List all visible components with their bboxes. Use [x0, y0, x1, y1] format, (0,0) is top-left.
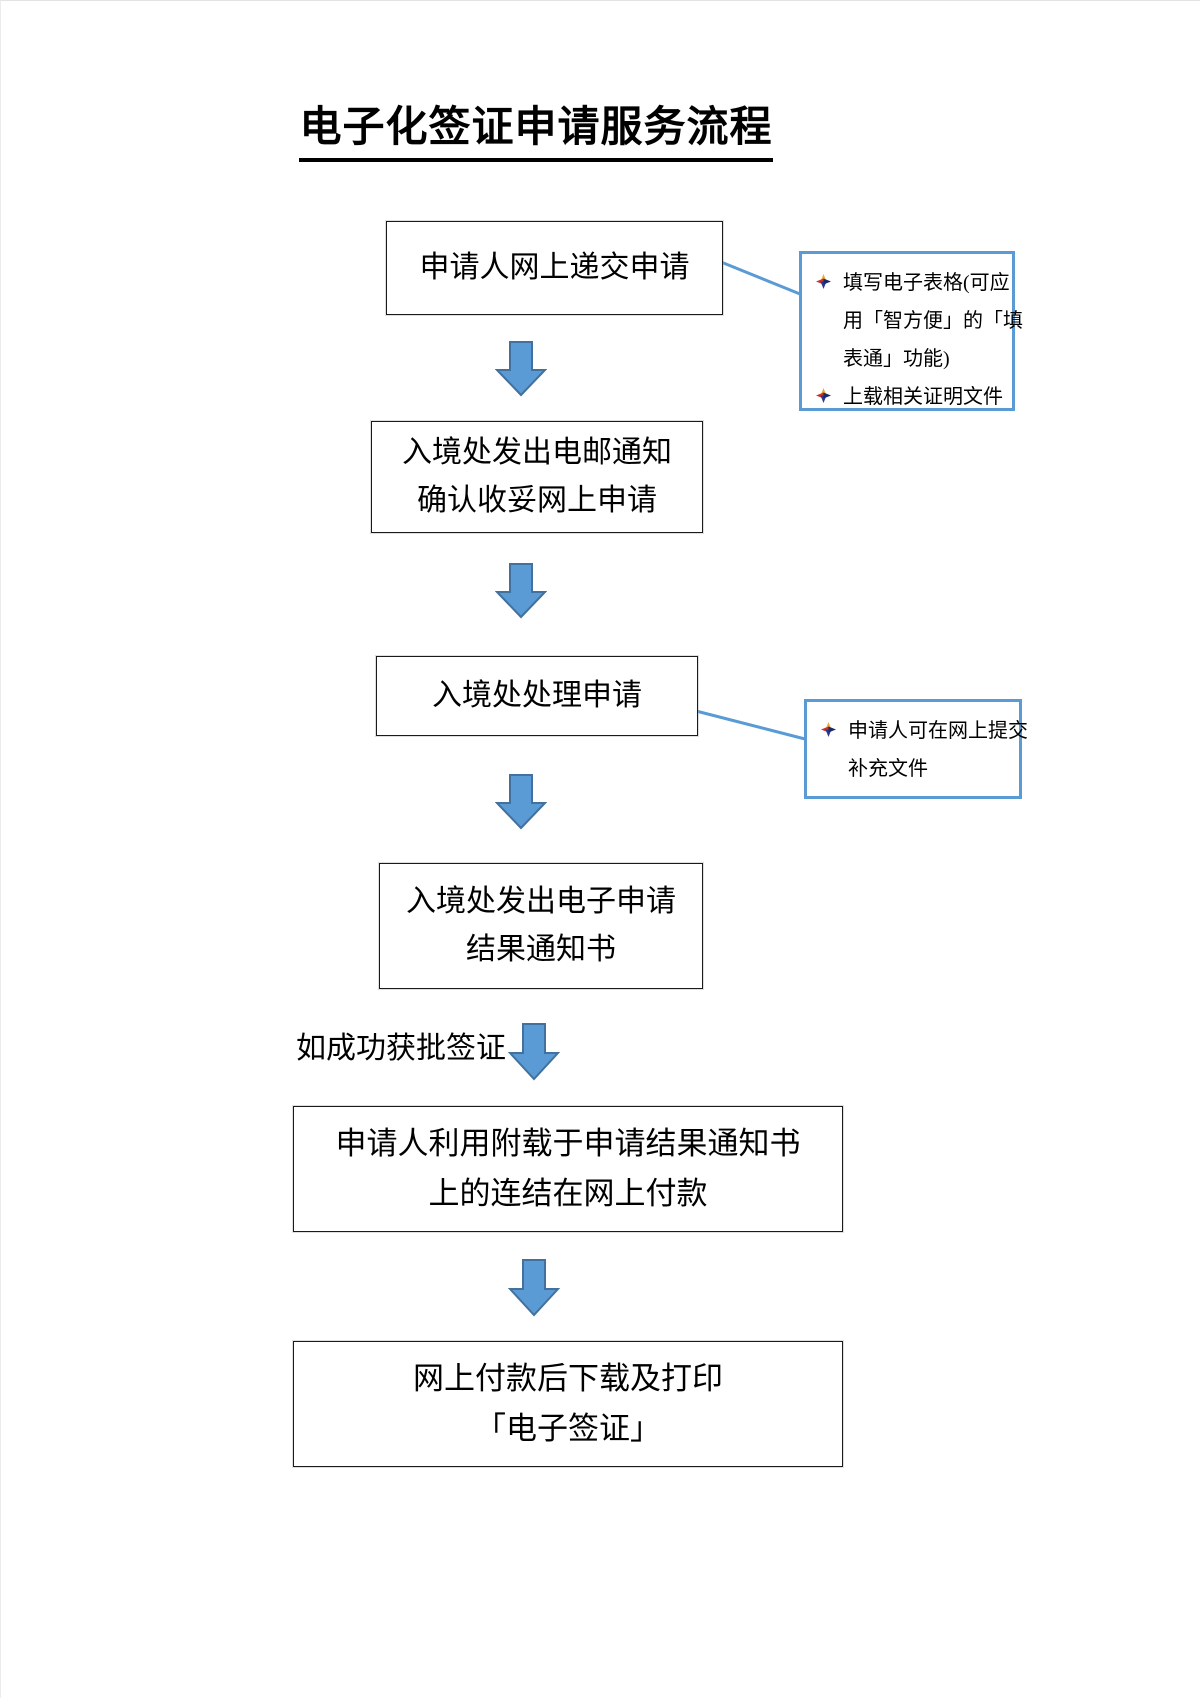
flow-step-4-line-2: 结果通知书 — [466, 933, 616, 966]
flow-step-1-box: 申请人网上递交申请 — [386, 221, 723, 315]
note-1-item-1-text: 填写电子表格(可应 用「智方便」的「填 表通」功能) — [843, 264, 1023, 378]
four-point-star-bullet-icon — [821, 722, 836, 742]
note-1-item-1: 填写电子表格(可应 用「智方便」的「填 表通」功能) — [812, 264, 1023, 378]
flow-step-5-box: 申请人利用附载于申请结果通知书 上的连结在网上付款 — [293, 1106, 843, 1232]
note-1-item-1-line-1: 填写电子表格(可应 — [843, 272, 1010, 294]
down-arrow-icon — [507, 1023, 561, 1086]
note-1-item-2-line-1: 上载相关证明文件 — [843, 386, 1003, 408]
branch-condition-label: 如成功获批签证 — [296, 1032, 506, 1065]
flow-step-2-line-1: 入境处发出电邮通知 — [402, 436, 672, 469]
note-1-item-2-text: 上载相关证明文件 — [843, 378, 1003, 416]
page-title-text: 电子化签证申请服务流程 — [299, 93, 773, 162]
four-point-star-bullet-icon — [816, 274, 831, 294]
four-point-star-bullet-icon — [816, 388, 831, 408]
down-arrow-icon — [494, 563, 548, 624]
flow-step-1-label: 申请人网上递交申请 — [419, 251, 690, 284]
note-2-item-1-line-1: 申请人可在网上提交 — [848, 720, 1028, 742]
down-arrow-icon — [507, 1259, 561, 1322]
flow-step-3-box: 入境处处理申请 — [376, 656, 698, 736]
flow-step-5-line-1: 申请人利用附载于申请结果通知书 — [335, 1126, 801, 1161]
flow-step-3-label: 入境处处理申请 — [432, 679, 642, 712]
flow-step-6-line-2: 「电子签证」 — [475, 1411, 661, 1446]
page-title: 电子化签证申请服务流程 — [1, 93, 1071, 162]
flow-step-4-box: 入境处发出电子申请 结果通知书 — [379, 863, 703, 989]
note-box-2: 申请人可在网上提交 补充文件 — [804, 699, 1028, 799]
flow-step-4-line-1: 入境处发出电子申请 — [406, 885, 676, 918]
connector-step1-to-note1 — [720, 260, 801, 296]
flow-step-6-line-1: 网上付款后下载及打印 — [413, 1361, 723, 1396]
note-2-item-1-text: 申请人可在网上提交 补充文件 — [848, 712, 1028, 788]
flow-step-5-line-2: 上的连结在网上付款 — [428, 1176, 708, 1211]
down-arrow-icon — [494, 341, 548, 402]
note-1-item-1-line-2: 用「智方便」的「填 — [843, 310, 1023, 332]
flow-step-2-box: 入境处发出电邮通知 确认收妥网上申请 — [371, 421, 703, 533]
note-box-1: 填写电子表格(可应 用「智方便」的「填 表通」功能) 上载相关证明文件 — [799, 251, 1023, 411]
down-arrow-icon — [494, 774, 548, 835]
flow-step-6-box: 网上付款后下载及打印 「电子签证」 — [293, 1341, 843, 1467]
note-1-item-2: 上载相关证明文件 — [812, 378, 1006, 416]
note-2-item-1: 申请人可在网上提交 补充文件 — [817, 712, 1028, 788]
note-1-item-1-line-3: 表通」功能) — [843, 348, 950, 370]
note-2-item-1-line-2: 补充文件 — [848, 758, 928, 780]
flow-step-2-line-2: 确认收妥网上申请 — [417, 484, 657, 517]
connector-step3-to-note2 — [695, 709, 806, 741]
